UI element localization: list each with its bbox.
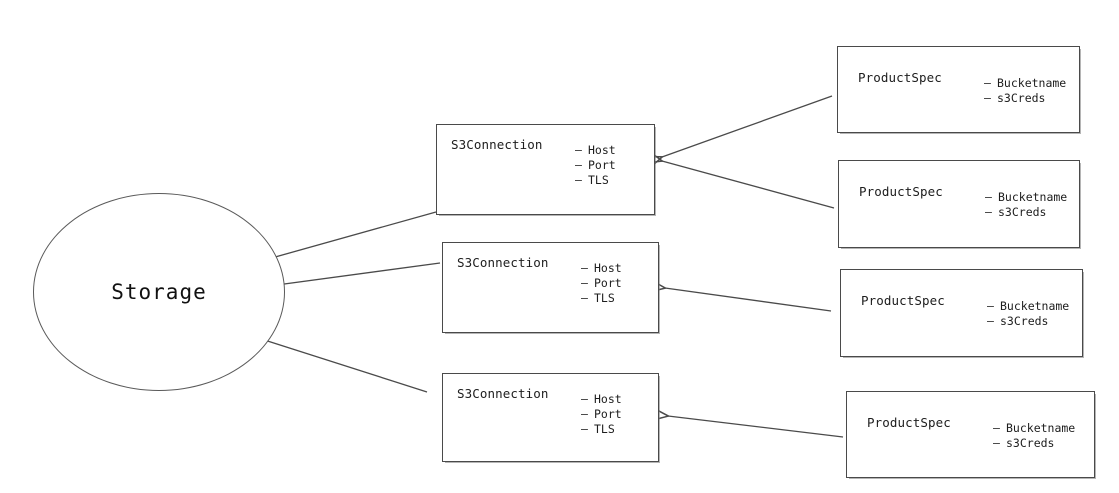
- attr-s3creds: –s3Creds: [985, 205, 1047, 219]
- storage-label: Storage: [111, 280, 207, 304]
- product-spec-4[interactable]: ProductSpec –Bucketname –s3Creds: [846, 391, 1095, 478]
- edge-product-spec-3-to-s3-connection-2: [665, 288, 832, 312]
- attr-port: –Port: [581, 276, 622, 290]
- product-spec-2[interactable]: ProductSpec –Bucketname –s3Creds: [838, 160, 1080, 248]
- attr-bucketname: –Bucketname: [993, 421, 1076, 435]
- edge-s3-connection-3-to-storage: [252, 336, 428, 393]
- attr-bucketname: –Bucketname: [984, 76, 1067, 90]
- product-spec-2-attributes: –Bucketname –s3Creds: [985, 190, 1067, 220]
- attr-bucketname: –Bucketname: [985, 190, 1068, 204]
- attr-s3creds: –s3Creds: [987, 314, 1049, 328]
- s3-connection-3-title: S3Connection: [457, 386, 549, 401]
- attr-tls: –TLS: [581, 422, 615, 436]
- edge-product-spec-1-to-s3-connection-1: [662, 95, 833, 157]
- attr-port: –Port: [575, 158, 616, 172]
- product-spec-4-attributes: –Bucketname –s3Creds: [993, 421, 1075, 451]
- product-spec-3-attributes: –Bucketname –s3Creds: [987, 299, 1069, 329]
- attr-host: –Host: [575, 143, 616, 157]
- attr-tls: –TLS: [581, 291, 615, 305]
- attr-host: –Host: [581, 392, 622, 406]
- product-spec-1-attributes: –Bucketname –s3Creds: [984, 76, 1066, 106]
- attr-host: –Host: [581, 261, 622, 275]
- edge-s3-connection-1-to-storage: [268, 211, 437, 259]
- s3-connection-2-title: S3Connection: [457, 255, 549, 270]
- s3-connection-1[interactable]: S3Connection –Host –Port –TLS: [436, 124, 655, 215]
- s3-connection-1-title: S3Connection: [451, 137, 543, 152]
- attr-s3creds: –s3Creds: [993, 436, 1055, 450]
- s3-connection-3[interactable]: S3Connection –Host –Port –TLS: [442, 373, 659, 462]
- s3-connection-2[interactable]: S3Connection –Host –Port –TLS: [442, 242, 659, 333]
- product-spec-4-title: ProductSpec: [867, 415, 951, 430]
- edge-product-spec-4-to-s3-connection-3: [668, 416, 844, 438]
- edge-product-spec-2-to-s3-connection-1: [662, 161, 835, 209]
- storage-node[interactable]: Storage: [33, 193, 285, 391]
- s3-connection-1-attributes: –Host –Port –TLS: [575, 143, 616, 188]
- product-spec-1-title: ProductSpec: [858, 70, 942, 85]
- s3-connection-2-attributes: –Host –Port –TLS: [581, 261, 622, 306]
- attr-port: –Port: [581, 407, 622, 421]
- attr-s3creds: –s3Creds: [984, 91, 1046, 105]
- product-spec-2-title: ProductSpec: [859, 184, 943, 199]
- product-spec-1[interactable]: ProductSpec –Bucketname –s3Creds: [837, 46, 1080, 133]
- attr-tls: –TLS: [575, 173, 609, 187]
- s3-connection-3-attributes: –Host –Port –TLS: [581, 392, 622, 437]
- product-spec-3[interactable]: ProductSpec –Bucketname –s3Creds: [840, 269, 1083, 357]
- attr-bucketname: –Bucketname: [987, 299, 1070, 313]
- product-spec-3-title: ProductSpec: [861, 293, 945, 308]
- edge-s3-connection-2-to-storage: [262, 262, 441, 287]
